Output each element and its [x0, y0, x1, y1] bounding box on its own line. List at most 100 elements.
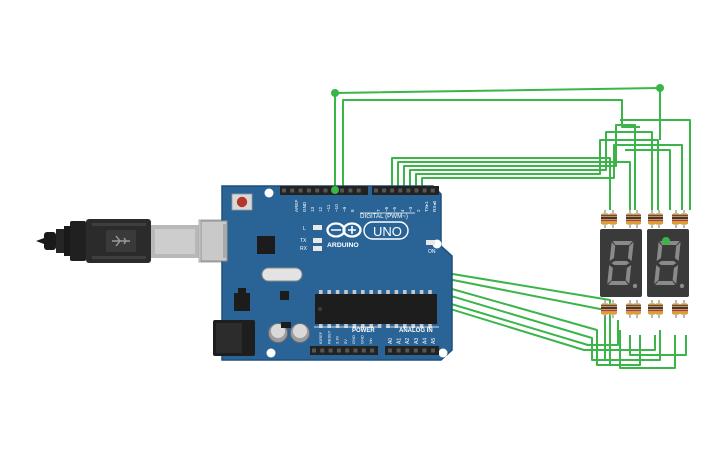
wire-bus-top[interactable]	[334, 87, 661, 190]
dc-power-jack	[213, 320, 255, 356]
pin-label: Vin	[368, 338, 373, 344]
header-pin[interactable]	[413, 348, 418, 353]
header-pin[interactable]	[298, 188, 303, 193]
wire-extra-1[interactable]	[620, 119, 691, 210]
pin-label: TX▸1	[424, 201, 429, 212]
header-pin[interactable]	[315, 188, 320, 193]
pin-label: ~6	[384, 206, 389, 212]
header-pin[interactable]	[370, 348, 375, 353]
header-pin[interactable]	[382, 188, 387, 193]
header-pin[interactable]	[414, 188, 419, 193]
header-pin[interactable]	[345, 348, 350, 353]
header-pin[interactable]	[431, 348, 435, 353]
header-pin[interactable]	[328, 348, 333, 353]
pin-label: RX◂0	[432, 200, 437, 212]
digital-header[interactable]	[280, 186, 439, 195]
resistor[interactable]	[655, 210, 663, 228]
header-pin[interactable]	[323, 188, 328, 193]
header-pin[interactable]	[374, 188, 378, 193]
wire-junction[interactable]	[656, 84, 664, 92]
wire-d7[interactable]	[391, 157, 611, 210]
analog-label: ANALOG IN	[399, 328, 433, 334]
wire-extra-2[interactable]	[625, 149, 671, 210]
wire-bottom-loop[interactable]	[629, 335, 687, 356]
pin-label: RESET	[326, 330, 331, 344]
header-pin[interactable]	[361, 348, 366, 353]
header-pin[interactable]	[282, 188, 286, 193]
resistor[interactable]	[680, 210, 688, 228]
header-pin[interactable]	[320, 348, 325, 353]
resistor[interactable]	[633, 300, 641, 318]
wire-d2[interactable]	[421, 144, 683, 210]
power-header[interactable]	[310, 346, 439, 355]
usb-cable-icon[interactable]	[36, 219, 228, 263]
wire-d3[interactable]	[415, 139, 659, 210]
brand-text: ARDUINO	[327, 242, 359, 249]
header-pin[interactable]	[405, 348, 410, 353]
header-pin[interactable]	[422, 188, 427, 193]
pin-label: 3.3V	[335, 335, 340, 344]
reset-button-icon[interactable]	[231, 193, 253, 211]
header-pin[interactable]	[430, 188, 435, 193]
pin-label: ~11	[326, 204, 331, 212]
seven-segment-display-2[interactable]	[647, 229, 689, 297]
header-pin[interactable]	[396, 348, 401, 353]
crystal-oscillator	[261, 267, 303, 282]
header-pin[interactable]	[340, 188, 345, 193]
resistor[interactable]	[626, 300, 634, 318]
pin-label: 2	[416, 209, 421, 212]
header-pin[interactable]	[356, 188, 361, 193]
resistor[interactable]	[609, 300, 617, 318]
pin-label: IOREF	[318, 331, 323, 344]
header-pin[interactable]	[312, 348, 316, 353]
resistor[interactable]	[672, 300, 680, 318]
header-pin[interactable]	[388, 348, 392, 353]
resistor[interactable]	[648, 300, 656, 318]
resistor[interactable]	[672, 210, 680, 228]
pin-label: ~9	[342, 206, 347, 212]
resistor[interactable]	[655, 300, 663, 318]
uno-badge	[363, 221, 409, 240]
resistor[interactable]	[609, 210, 617, 228]
resistor[interactable]	[648, 210, 656, 228]
wire-bottom-loop-2[interactable]	[619, 330, 676, 369]
pin-label: 5V	[343, 339, 348, 344]
resistor[interactable]	[601, 300, 609, 318]
wire-d6[interactable]	[397, 161, 631, 210]
power-label: POWER	[352, 328, 375, 334]
arduino-logo-icon	[326, 222, 362, 238]
board-leds	[313, 225, 435, 251]
header-pin[interactable]	[336, 348, 341, 353]
pin-label: GND	[360, 335, 365, 344]
voltage-regulator	[234, 293, 250, 311]
led-tx-label: TX	[300, 238, 307, 244]
header-pin[interactable]	[290, 188, 295, 193]
resistor[interactable]	[633, 210, 641, 228]
header-pin[interactable]	[422, 348, 427, 353]
header-pin[interactable]	[406, 188, 411, 193]
resistor[interactable]	[680, 300, 688, 318]
pin-label: AREF	[294, 200, 299, 212]
pin-label: A2	[405, 338, 411, 344]
wire-bus-top-2[interactable]	[342, 99, 640, 190]
header-pin[interactable]	[348, 188, 353, 193]
header-pin[interactable]	[390, 188, 395, 193]
header-pin[interactable]	[306, 188, 311, 193]
resistor[interactable]	[601, 210, 609, 228]
resistor[interactable]	[626, 210, 634, 228]
pin-label: ~5	[392, 206, 397, 212]
seven-segment-display-1[interactable]	[600, 229, 642, 297]
pin-label: A4	[422, 338, 428, 344]
wire-junction[interactable]	[331, 89, 339, 97]
pin-label: GND	[302, 201, 307, 212]
digit-segments	[607, 241, 638, 289]
wire-junction[interactable]	[662, 237, 670, 245]
usb-port	[200, 220, 228, 262]
header-pin[interactable]	[398, 188, 403, 193]
wire-junction[interactable]	[331, 186, 339, 194]
microcontroller-chip	[315, 290, 437, 328]
pin-label: ~3	[408, 206, 413, 212]
header-pin[interactable]	[353, 348, 358, 353]
